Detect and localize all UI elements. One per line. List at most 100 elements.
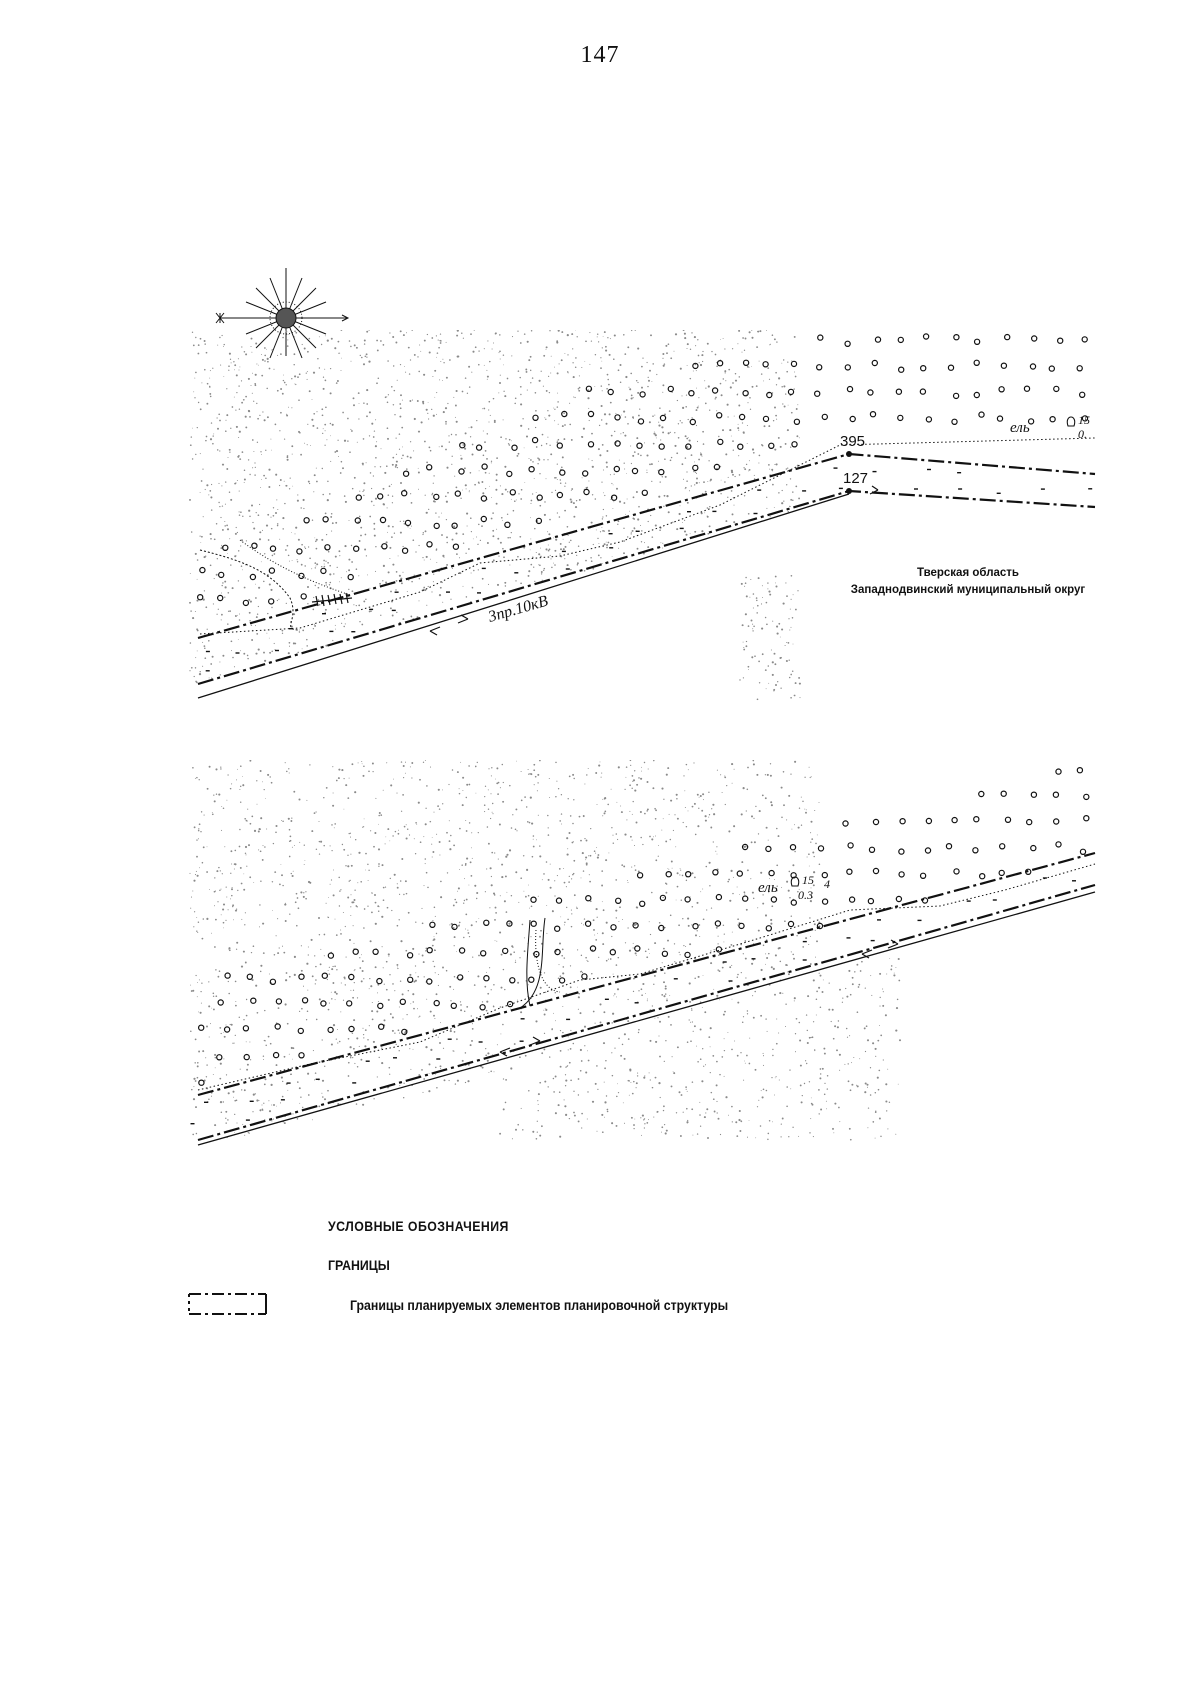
- forest-circle-icon: [426, 978, 433, 985]
- stipple-dot: [340, 460, 343, 463]
- stipple-dot: [571, 841, 574, 844]
- stipple-dot: [400, 940, 403, 943]
- stipple-dot: [760, 1090, 762, 1092]
- stipple-dot: [775, 1076, 777, 1078]
- stipple-dot: [536, 1131, 538, 1133]
- stipple-dot: [326, 499, 329, 502]
- stipple-dot: [443, 1079, 446, 1082]
- stipple-dot: [767, 1138, 769, 1141]
- stipple-dot: [745, 645, 748, 648]
- stipple-dot: [884, 1014, 887, 1017]
- stipple-dot: [296, 561, 299, 563]
- forest-circle-icon: [765, 925, 773, 932]
- stipple-dot: [446, 831, 448, 834]
- stipple-dot: [508, 438, 511, 441]
- stipple-dot: [228, 949, 231, 952]
- stipple-dot: [748, 1062, 751, 1065]
- stipple-dot: [572, 348, 574, 350]
- stipple-dot: [192, 766, 194, 769]
- forest-circle-icon: [353, 545, 360, 552]
- stipple-dot: [792, 1126, 794, 1129]
- stipple-dot: [665, 1129, 668, 1132]
- stipple-dot: [595, 939, 598, 941]
- forest-circle-icon: [610, 494, 618, 501]
- stipple-dot: [595, 908, 598, 911]
- stipple-dot: [498, 352, 500, 354]
- meadow-mark-icon: [280, 1099, 285, 1101]
- stipple-dot: [461, 1059, 464, 1062]
- stipple-dot: [307, 423, 309, 425]
- stipple-dot: [251, 351, 253, 353]
- stipple-dot: [206, 1025, 208, 1028]
- stipple-dot: [257, 417, 259, 420]
- stipple-dot: [830, 1020, 832, 1023]
- stipple-dot: [525, 370, 528, 373]
- stipple-dot: [249, 416, 251, 418]
- stipple-dot: [488, 421, 490, 423]
- stipple-dot: [296, 924, 298, 927]
- stipple-dot: [560, 916, 562, 918]
- stipple-dot: [428, 1063, 431, 1066]
- stipple-dot: [220, 619, 222, 621]
- stipple-dot: [482, 430, 484, 432]
- stipple-dot: [572, 502, 575, 505]
- stipple-dot: [386, 906, 389, 909]
- stipple-dot: [267, 612, 269, 615]
- stipple-dot: [448, 435, 450, 437]
- stipple-dot: [523, 950, 526, 953]
- stipple-dot: [520, 799, 523, 802]
- stipple-dot: [549, 886, 552, 889]
- stipple-dot: [439, 339, 441, 342]
- stipple-dot: [367, 574, 368, 576]
- stipple-dot: [295, 331, 298, 334]
- stipple-dot: [300, 1096, 302, 1098]
- stipple-dot: [349, 879, 351, 882]
- stipple-dot: [431, 492, 434, 495]
- stipple-dot: [614, 993, 616, 995]
- stipple-texture: [189, 330, 801, 701]
- stipple-dot: [703, 1116, 706, 1119]
- stipple-dot: [601, 563, 603, 565]
- forest-circle-icon: [871, 359, 879, 367]
- stipple-dot: [458, 792, 461, 795]
- stipple-dot: [281, 945, 284, 947]
- stipple-dot: [325, 581, 327, 584]
- stipple-dot: [642, 843, 644, 846]
- stipple-dot: [395, 464, 398, 467]
- stipple-dot: [220, 516, 222, 519]
- stipple-dot: [810, 1097, 812, 1099]
- stipple-dot: [213, 905, 216, 907]
- stipple-dot: [611, 1052, 613, 1054]
- forest-circle-icon: [199, 566, 206, 574]
- stipple-dot: [297, 651, 299, 654]
- stipple-dot: [591, 973, 593, 975]
- stipple-dot: [683, 775, 685, 777]
- forest-circle-icon: [1081, 336, 1088, 343]
- stipple-dot: [225, 1074, 228, 1076]
- stipple-dot: [262, 952, 265, 954]
- stipple-dot: [700, 452, 702, 454]
- forest-symbols: [196, 333, 1089, 607]
- stipple-dot: [233, 1096, 235, 1098]
- stipple-dot: [227, 1092, 230, 1095]
- stipple-dot: [488, 409, 490, 411]
- stipple-dot: [770, 966, 773, 969]
- stipple-dot: [557, 423, 559, 425]
- stipple-dot: [609, 474, 611, 476]
- stipple-dot: [631, 787, 633, 790]
- stipple-dot: [725, 1096, 728, 1099]
- stipple-dot: [756, 346, 759, 349]
- stipple-dot: [272, 507, 275, 509]
- stipple-dot: [644, 812, 646, 815]
- stipple-dot: [792, 953, 794, 956]
- stipple-dot: [361, 969, 364, 973]
- stipple-dot: [449, 1030, 452, 1033]
- stipple-dot: [871, 994, 873, 996]
- stipple-dot: [662, 364, 665, 367]
- stipple-dot: [724, 348, 726, 350]
- stipple-dot: [268, 1110, 272, 1113]
- stipple-dot: [306, 378, 308, 380]
- stipple-dot: [423, 559, 425, 561]
- stipple-dot: [246, 820, 248, 822]
- stipple-dot: [715, 926, 718, 929]
